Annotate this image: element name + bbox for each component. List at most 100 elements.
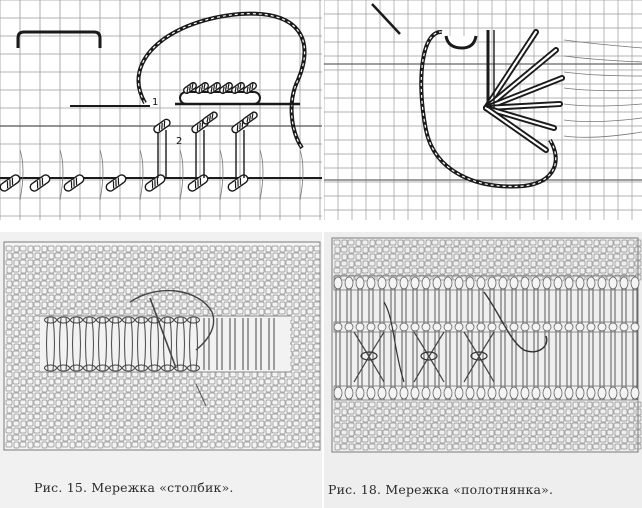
bundle-tie	[109, 316, 122, 324]
needle	[371, 3, 401, 35]
thread-bundle	[563, 87, 642, 92]
strip-twist	[509, 276, 519, 290]
strip-twist	[333, 322, 343, 332]
strip-twist	[630, 276, 640, 290]
thread-twist	[231, 82, 245, 94]
thread-bundle	[563, 131, 642, 138]
bundle-tie	[70, 364, 83, 372]
strip-twist	[487, 322, 497, 332]
strip-twist	[564, 322, 574, 332]
strip-twist	[377, 386, 387, 400]
strip-twist	[465, 386, 475, 400]
strip-twist	[454, 386, 464, 400]
figure-15: Рис. 15. Мережка «столбик».	[0, 232, 322, 508]
strip-twist	[366, 386, 376, 400]
stitch-diagram-column	[0, 0, 322, 220]
strip-twist	[476, 322, 486, 332]
strip-twist	[586, 276, 596, 290]
drawn-bars	[335, 278, 638, 400]
thread-bundle	[563, 39, 642, 49]
strip-twist	[344, 276, 354, 290]
strip-twist	[520, 322, 530, 332]
strip-twist	[586, 386, 596, 400]
strip-twist	[553, 386, 563, 400]
figure-18: Рис. 18. Мережка «полотнянка».	[324, 232, 642, 508]
strip-twist	[608, 322, 618, 332]
strip-twist	[542, 276, 552, 290]
strip-twist	[564, 386, 574, 400]
strip-twist	[509, 386, 519, 400]
strip-twist	[498, 276, 508, 290]
strip-twist	[443, 386, 453, 400]
strip-twist	[465, 276, 475, 290]
strip-twist	[465, 322, 475, 332]
crossed-bundle	[353, 331, 385, 383]
strip-twist	[520, 386, 530, 400]
thread-bundle	[563, 55, 642, 63]
bundle-tie	[96, 316, 109, 324]
strip-twist	[333, 276, 343, 290]
strip-twist	[432, 322, 442, 332]
thread-bundle	[19, 149, 24, 201]
thread-bundle	[563, 117, 642, 122]
strip-twist	[355, 386, 365, 400]
strip-twist	[355, 322, 365, 332]
crossed-bundle	[413, 331, 445, 383]
strip-twist	[630, 386, 640, 400]
strip-twist	[597, 386, 607, 400]
strip-twist	[487, 276, 497, 290]
strip-twist	[575, 276, 585, 290]
bundle-tie	[57, 316, 70, 324]
strip-twist	[531, 386, 541, 400]
bundle-tie	[187, 364, 200, 372]
thread-twist	[227, 174, 249, 192]
bundle-tie	[135, 316, 148, 324]
strip-twist	[597, 276, 607, 290]
figure-18-caption: Рис. 18. Мережка «полотнянка».	[328, 482, 554, 497]
thread-twist	[29, 174, 51, 192]
thread-loop-pattern	[420, 31, 557, 188]
strip-twist	[608, 386, 618, 400]
strip-twist	[630, 322, 640, 332]
strip-twist	[443, 276, 453, 290]
strip-twist	[344, 322, 354, 332]
bundle-tie	[122, 364, 135, 372]
bundle-tie	[83, 364, 96, 372]
thread-twist	[207, 82, 221, 94]
strip-twist	[410, 276, 420, 290]
bundle-tie	[44, 316, 57, 324]
working-thread	[383, 301, 405, 383]
thread-bundle	[59, 149, 64, 201]
bundle-tie	[135, 364, 148, 372]
fan-spoke-core	[484, 76, 564, 110]
strip-twist	[388, 386, 398, 400]
fan-spoke-core	[484, 106, 556, 130]
thread-bundle	[259, 149, 264, 201]
working-thread	[483, 291, 548, 353]
fabric-weave-figure-18	[331, 237, 642, 453]
bundle-tie	[187, 316, 200, 324]
strip-twist	[542, 322, 552, 332]
strip-twist	[399, 386, 409, 400]
thread-bundle	[563, 103, 642, 107]
diagram-top-left: 1 2	[0, 0, 322, 220]
strip-twist	[366, 322, 376, 332]
strip-twist	[487, 386, 497, 400]
strip-twist	[344, 386, 354, 400]
strip-twist	[410, 322, 420, 332]
bundle-tie	[161, 364, 174, 372]
bundle-tie	[174, 364, 187, 372]
strip-twist	[619, 276, 629, 290]
needle	[149, 297, 177, 369]
strip-twist	[575, 322, 585, 332]
bundle-tie	[96, 364, 109, 372]
strip-twist	[619, 386, 629, 400]
thread-twist	[183, 82, 197, 94]
bundle-tie	[148, 364, 161, 372]
bundle-tie	[70, 316, 83, 324]
working-thread	[129, 289, 215, 351]
fan-spoke-core	[484, 102, 562, 110]
fan-spoke-core	[484, 106, 548, 152]
thread-hook	[444, 35, 478, 50]
drawn-thread-band	[40, 316, 290, 372]
